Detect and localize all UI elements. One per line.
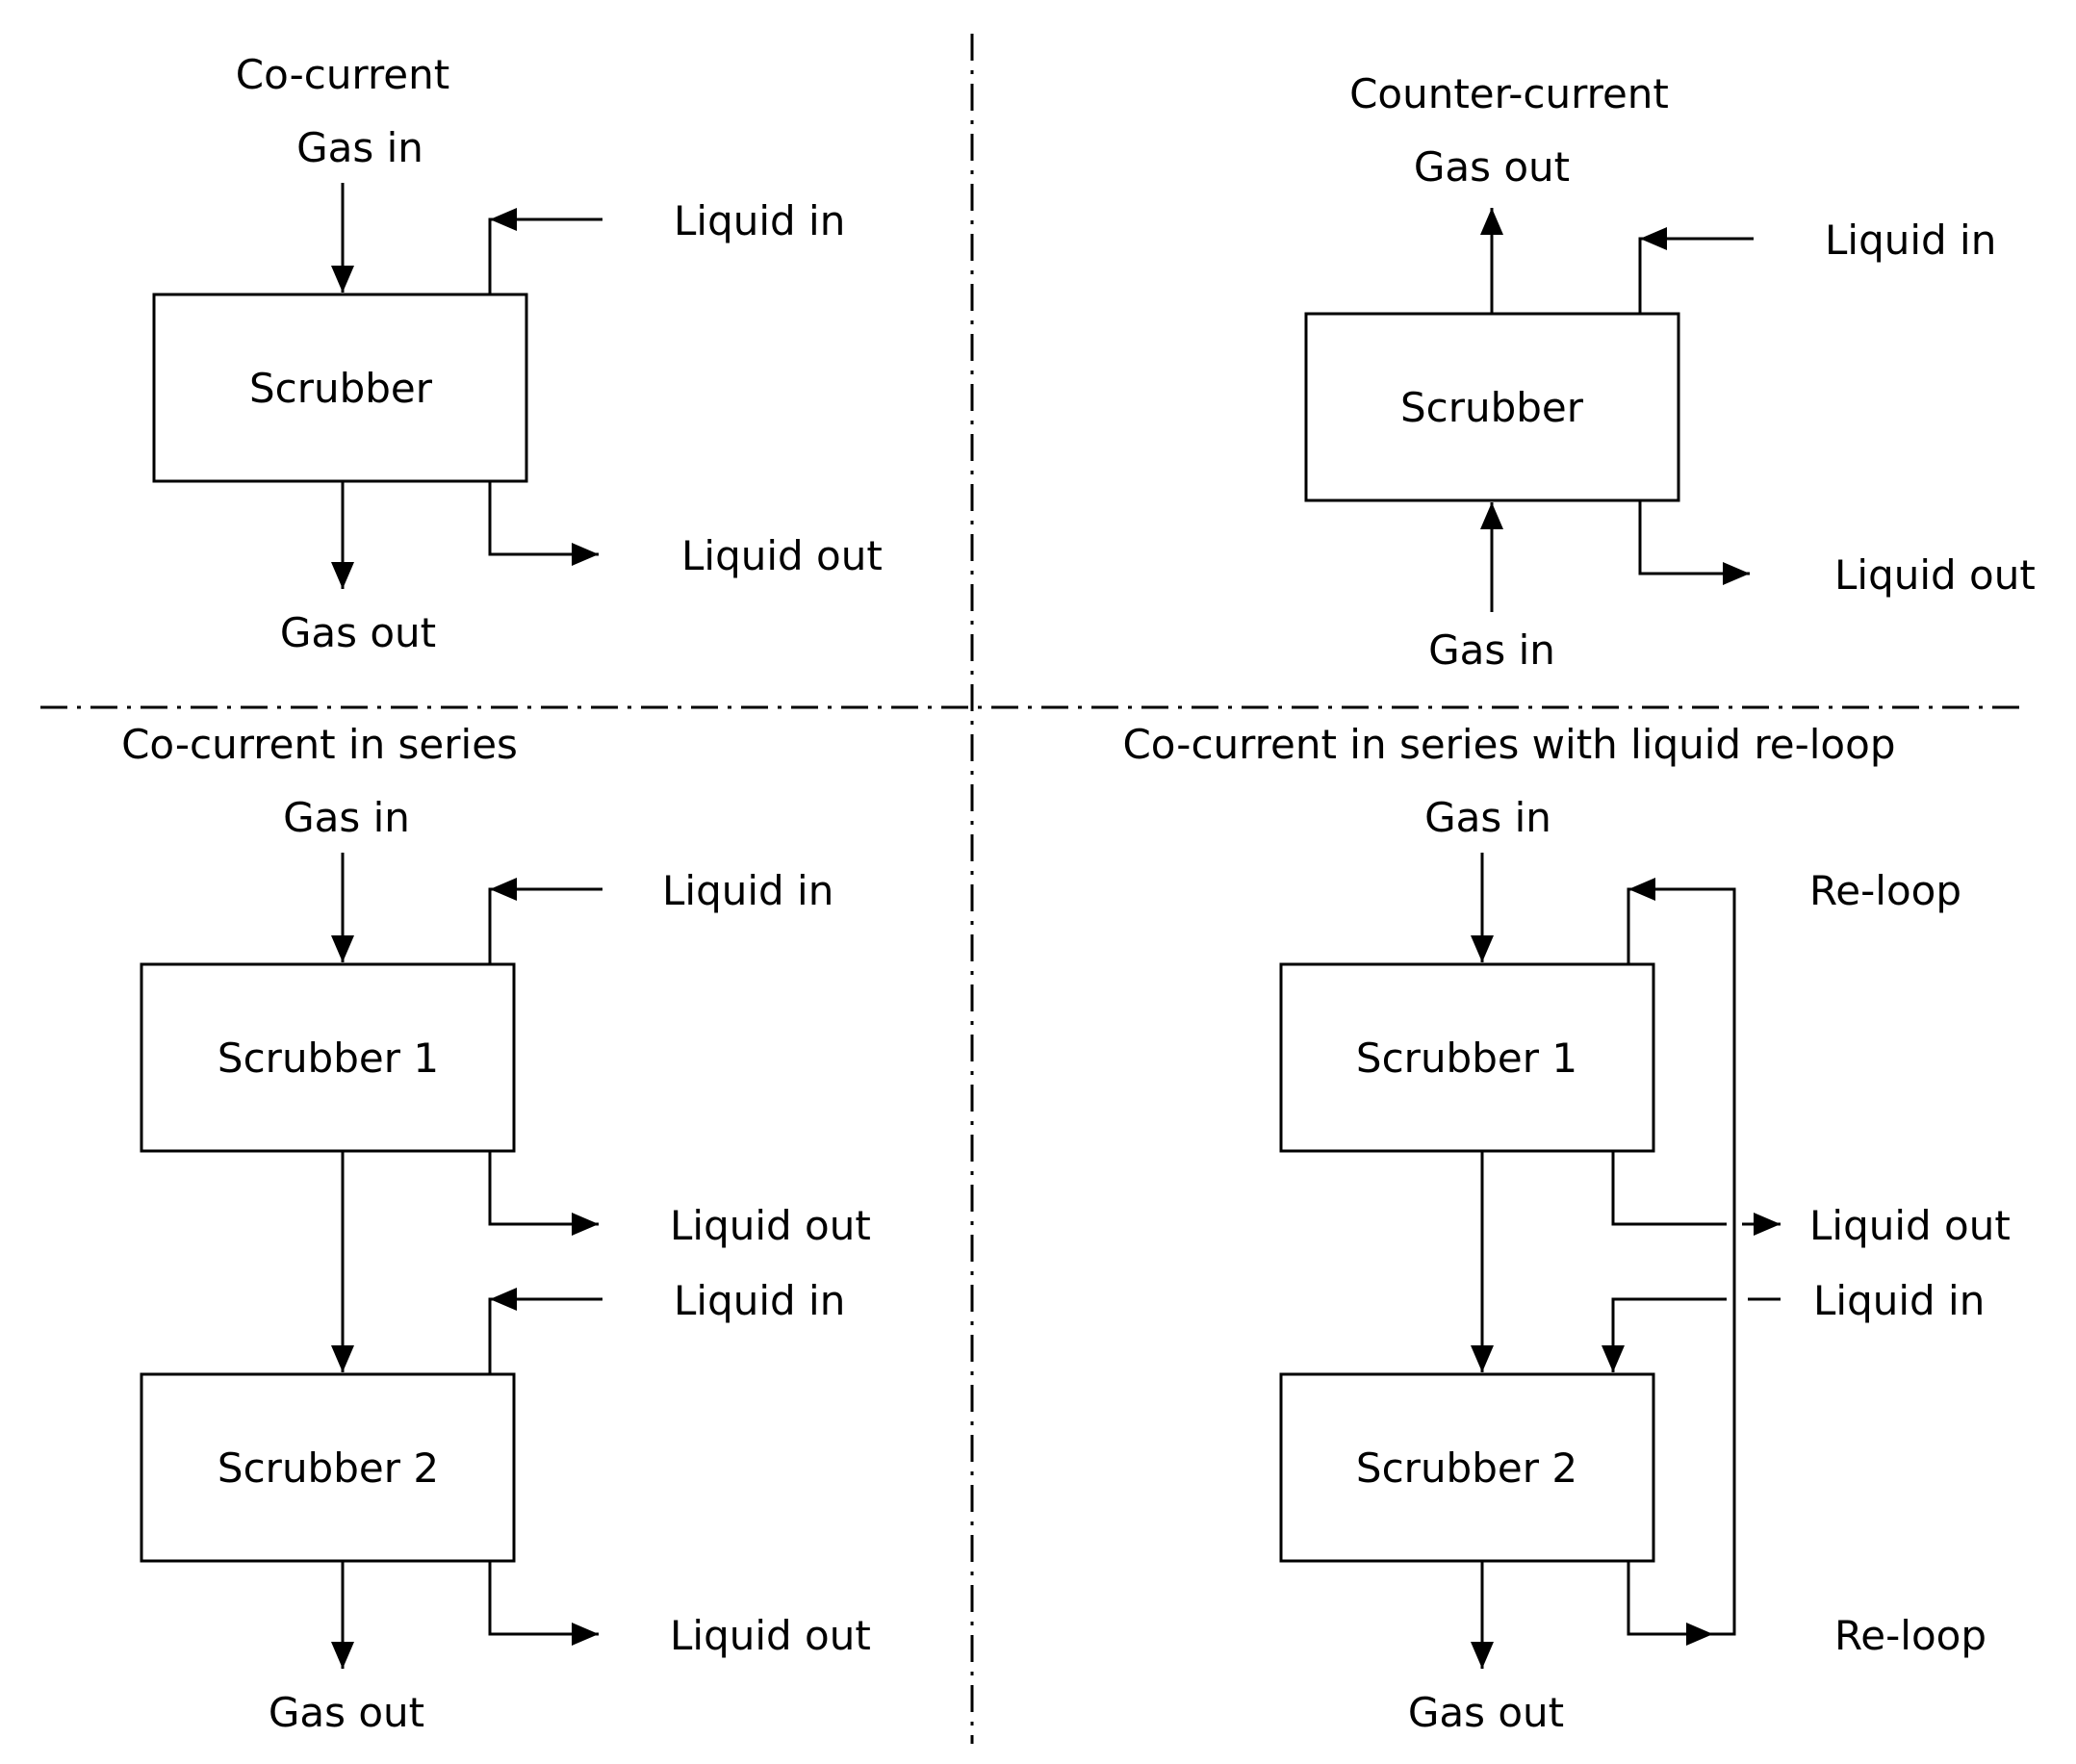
panel-title-co-current-in-series: Co-current in series	[121, 721, 518, 768]
gas-in-label: Gas in	[296, 124, 423, 171]
panel-title-counter-current: Counter-current	[1349, 70, 1669, 117]
liquid-in-label: Liquid in	[1825, 217, 1996, 264]
scrubber-2-box	[1279, 1372, 1655, 1563]
panel-co-current-in-series: Co-current in series Gas in Liquid in Sc…	[121, 721, 871, 1736]
liquid-in-label: Liquid in	[1813, 1277, 1985, 1324]
liquid-out-arrow-1	[488, 1151, 599, 1236]
panel-title-co-current-in-series-with-reloop: Co-current in series with liquid re-loop	[1122, 721, 1895, 768]
gas-out-label: Gas out	[280, 609, 436, 656]
panel-title-co-current: Co-current	[236, 51, 449, 98]
reloop-out-arrow	[1627, 1561, 1713, 1646]
scrubber-box	[152, 293, 528, 483]
liquid-out-label-2: Liquid out	[670, 1612, 871, 1659]
liquid-out-arrow-2	[488, 1561, 599, 1646]
scrubber-2-label: Scrubber 2	[218, 1444, 439, 1492]
scrubber-label: Scrubber	[249, 365, 433, 412]
gas-in-label: Gas in	[1428, 626, 1555, 674]
liquid-in-label-2: Liquid in	[674, 1277, 845, 1324]
liquid-in-pipe-2	[488, 1297, 602, 1374]
gas-out-label: Gas out	[1414, 143, 1570, 191]
scrubber-label: Scrubber	[1400, 384, 1584, 431]
gas-out-label: Gas out	[1408, 1689, 1564, 1736]
liquid-out-arrow	[1638, 500, 1750, 585]
liquid-in-label: Liquid in	[674, 197, 845, 244]
gas-in-label: Gas in	[1424, 794, 1551, 841]
reloop-bottom-label: Re-loop	[1834, 1612, 1986, 1659]
scrubber-1-label: Scrubber 1	[218, 1035, 439, 1082]
scrubber-2-box	[140, 1372, 516, 1563]
scrubber-1-box	[140, 962, 516, 1153]
liquid-out-arrow	[488, 481, 599, 566]
liquid-in-label-1: Liquid in	[662, 867, 833, 914]
liquid-in-pipe	[1638, 237, 1754, 314]
liquid-in-arrow	[1602, 1297, 1727, 1372]
liquid-out-label-1: Liquid out	[670, 1202, 871, 1249]
scrubber-1-label: Scrubber 1	[1356, 1035, 1577, 1082]
liquid-in-pipe-1	[488, 887, 602, 964]
panel-counter-current: Counter-current Gas out Liquid in Scrubb…	[1304, 70, 2036, 674]
gas-in-label: Gas in	[283, 794, 410, 841]
scrubber-box	[1304, 312, 1680, 502]
liquid-out-label: Liquid out	[1834, 551, 2036, 599]
scrubber-2-label: Scrubber 2	[1356, 1444, 1577, 1492]
panel-co-current-in-series-with-reloop: Co-current in series with liquid re-loop…	[1122, 721, 2010, 1736]
scrubber-1-box	[1279, 962, 1655, 1153]
panel-co-current: Co-current Gas in Liquid in Scrubber Gas…	[152, 51, 883, 656]
liquid-out-label: Liquid out	[681, 532, 883, 579]
gas-out-label: Gas out	[269, 1689, 424, 1736]
liquid-out-label: Liquid out	[1809, 1202, 2011, 1249]
liquid-out-pipe	[1611, 1151, 1727, 1226]
liquid-in-pipe	[488, 217, 602, 294]
reloop-top-label: Re-loop	[1809, 867, 1961, 914]
